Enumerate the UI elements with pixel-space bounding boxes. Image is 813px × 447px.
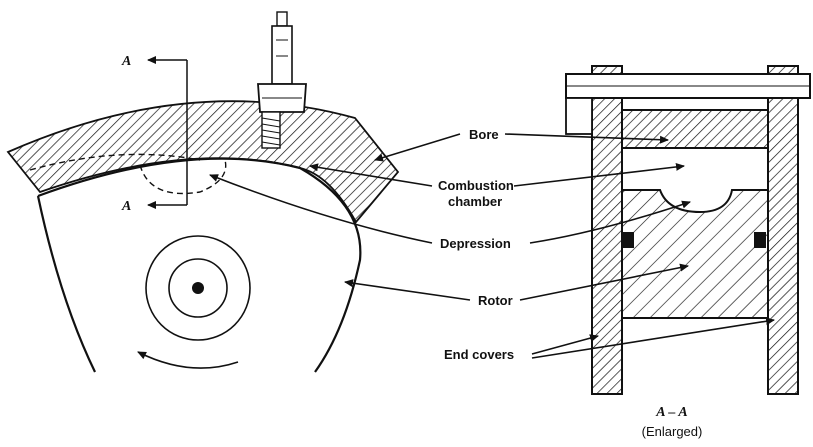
label-rotor: Rotor — [478, 293, 513, 308]
depression-dashed — [29, 153, 227, 195]
bore-wall — [621, 109, 769, 149]
caption-enlarged: (Enlarged) — [642, 424, 703, 439]
label-end-covers: End covers — [444, 347, 514, 362]
caption-section: A – A — [655, 405, 687, 420]
section-view — [565, 65, 811, 395]
seal-right — [754, 232, 766, 248]
label-chamber: chamber — [448, 194, 502, 209]
rotor-housing-view: A A — [6, 11, 400, 373]
callouts: Bore Combustion chamber Depression Rotor… — [209, 127, 775, 439]
rotor-section — [621, 189, 769, 319]
eccentric-shaft — [168, 258, 228, 318]
end-cover-right — [767, 65, 799, 395]
seal-left — [622, 232, 634, 248]
label-combustion: Combustion — [438, 178, 514, 193]
label-bore: Bore — [469, 127, 499, 142]
spark-plug-icon — [257, 11, 307, 149]
section-marker-top: A — [121, 54, 131, 69]
housing-wall — [6, 100, 400, 224]
label-depression: Depression — [440, 236, 511, 251]
gear-ring — [145, 235, 251, 341]
shaft-center — [192, 282, 204, 294]
section-marker-bottom: A — [121, 199, 131, 214]
rotation-arrow-icon — [137, 351, 239, 369]
rotor-outline — [37, 157, 362, 373]
